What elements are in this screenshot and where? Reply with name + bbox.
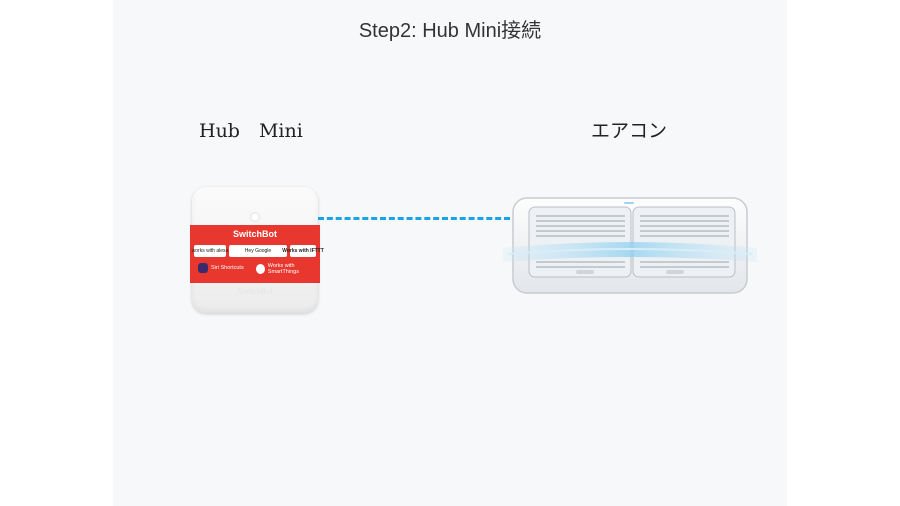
connection-line <box>318 217 510 220</box>
hub-label-band: SwitchBot works with alexa Hey Google Wo… <box>190 225 324 283</box>
smartthings-text: Works with SmartThings <box>267 263 299 275</box>
hub-mini-label: Hub Mini <box>199 120 303 142</box>
hub-brand-text: SwitchBot <box>233 229 277 239</box>
google-badge: Hey Google <box>229 245 287 257</box>
alexa-badge: works with alexa <box>192 245 228 257</box>
siri-text: Siri Shortcuts <box>211 265 244 271</box>
smartthings-icon <box>256 264 265 274</box>
hub-foot-logo: SwitchBot <box>237 287 273 296</box>
siri-shortcuts-icon <box>198 263 208 273</box>
smartthings-badge: Works with SmartThings <box>256 263 320 275</box>
page-title: Step2: Hub Mini接続 <box>358 20 542 42</box>
hub-led-icon <box>250 212 260 222</box>
air-conditioner-label: エアコン <box>591 120 668 142</box>
air-conditioner-icon <box>503 197 757 294</box>
siri-badge: Siri Shortcuts <box>198 263 244 273</box>
ifttt-badge: Works with IFTTT <box>282 245 324 257</box>
hub-mini-device: SwitchBot works with alexa Hey Google Wo… <box>190 187 324 313</box>
